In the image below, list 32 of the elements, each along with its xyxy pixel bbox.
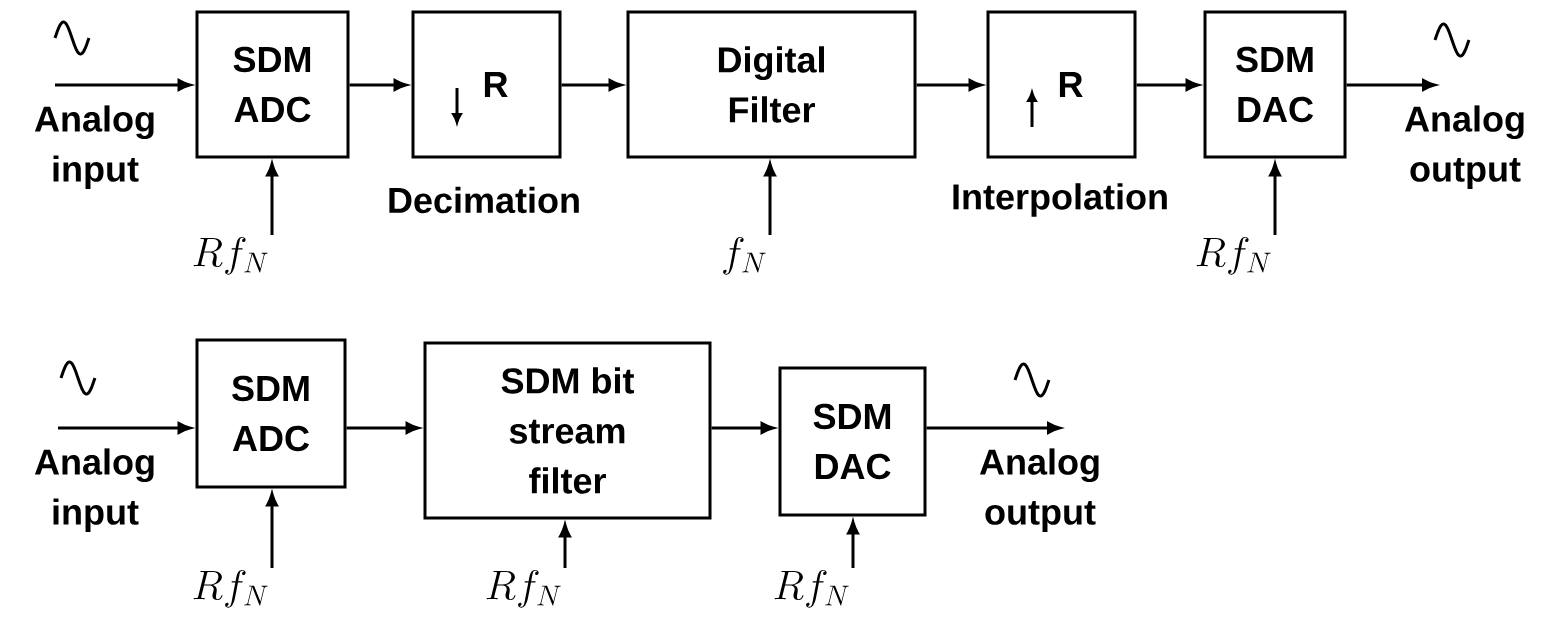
- block-box: SDM DAC: [778, 366, 927, 517]
- arrow: [55, 79, 192, 91]
- io-label: Analog input: [34, 448, 154, 532]
- arrow: [266, 162, 278, 235]
- clock-rate-label: $Rf_N$: [774, 570, 849, 608]
- rate-change-box: R: [986, 10, 1137, 159]
- block-caption: Interpolation: [953, 183, 1167, 217]
- clock-rate-label: $Rf_N$: [486, 570, 561, 608]
- arrow: [349, 79, 408, 91]
- block-box: SDM DAC: [1203, 10, 1347, 159]
- block-box: SDM ADC: [195, 10, 350, 159]
- arrow: [1136, 79, 1200, 91]
- arrow: [1269, 162, 1281, 235]
- io-label: Analog output: [979, 448, 1099, 532]
- rate-change-box: R: [411, 10, 562, 159]
- block-caption: Decimation: [389, 186, 579, 214]
- arrow: [559, 523, 571, 568]
- clock-rate-label: $Rf_N$: [1196, 237, 1271, 275]
- arrow: [711, 422, 775, 434]
- clock-rate-label: $Rf_N$: [193, 570, 268, 608]
- arrow: [58, 422, 192, 434]
- arrow: [916, 79, 983, 91]
- block-box: SDM ADC: [195, 338, 347, 489]
- arrow: [561, 79, 623, 91]
- block-box: SDM bit stream filter: [423, 341, 712, 520]
- clock-rate-label: $f_N$: [723, 237, 766, 275]
- io-label: Analog input: [34, 105, 154, 189]
- arrow: [764, 162, 776, 235]
- io-label: Analog output: [1404, 105, 1524, 189]
- block-box: Digital Filter: [626, 10, 917, 159]
- arrow: [346, 422, 420, 434]
- clock-rate-label: $Rf_N$: [193, 237, 268, 275]
